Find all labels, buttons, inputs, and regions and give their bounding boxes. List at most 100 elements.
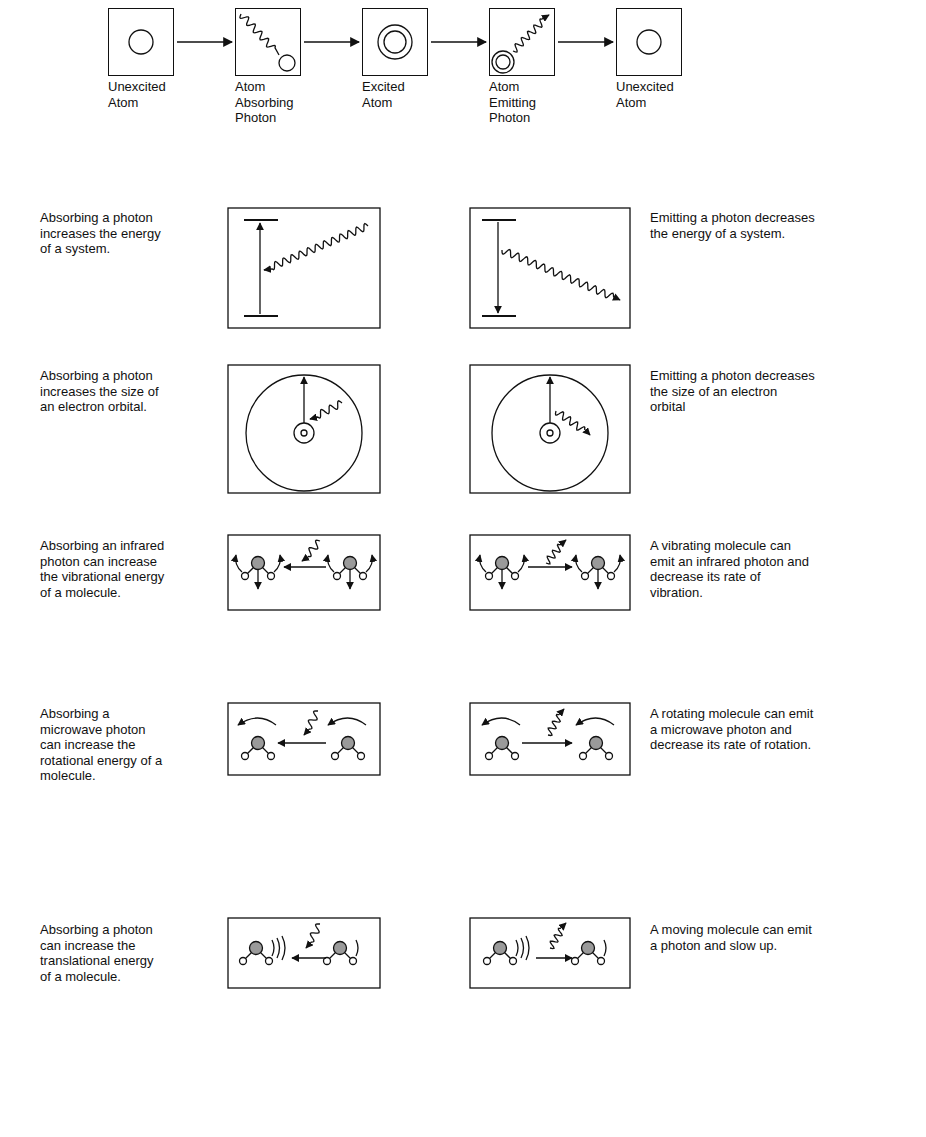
drawing-line bbox=[278, 742, 326, 743]
stage-label: Atom Emitting Photon bbox=[489, 79, 561, 126]
atom-box: Atom Absorbing Photon bbox=[235, 8, 301, 76]
drawing-circle bbox=[378, 25, 412, 59]
description-text: Absorbing a photon increases the energy … bbox=[40, 210, 165, 257]
energy-emit-panel bbox=[470, 208, 630, 328]
photon-wave bbox=[310, 401, 342, 419]
vibration-emit-panel bbox=[470, 535, 630, 610]
drawing-circle bbox=[547, 430, 553, 436]
drawing-path bbox=[482, 718, 520, 725]
drawing-use bbox=[324, 942, 357, 965]
drawing-circle bbox=[129, 30, 153, 54]
atom-box: Unexcited Atom bbox=[616, 8, 682, 76]
stage-label: Atom Absorbing Photon bbox=[235, 79, 307, 126]
drawing-circle bbox=[279, 55, 295, 71]
drawing-line bbox=[528, 566, 572, 567]
stage-label: Unexcited Atom bbox=[616, 79, 688, 110]
drawing-rect bbox=[228, 208, 380, 328]
energy-absorb-panel bbox=[228, 208, 380, 328]
drawing-use bbox=[240, 942, 273, 965]
drawing-path bbox=[521, 938, 524, 958]
description-text: Absorbing a microwave photon can increas… bbox=[40, 706, 165, 784]
absorbing-atom bbox=[240, 14, 295, 71]
drawing-use bbox=[480, 555, 525, 589]
drawing-line bbox=[244, 315, 278, 317]
drawing-line bbox=[259, 223, 260, 314]
drawing-use bbox=[332, 737, 365, 760]
drawing-circle bbox=[637, 30, 661, 54]
drawing-circle bbox=[294, 423, 314, 443]
unexcited-atom bbox=[129, 30, 153, 54]
stage-label: Unexcited Atom bbox=[108, 79, 180, 110]
drawing-rect bbox=[228, 365, 380, 493]
drawing-line bbox=[284, 566, 326, 567]
drawing-path bbox=[282, 936, 285, 960]
description-text: Emitting a photon decreases the energy o… bbox=[650, 210, 815, 241]
flow-arrow bbox=[304, 41, 359, 42]
drawing-path bbox=[576, 718, 614, 725]
drawing-path bbox=[604, 940, 606, 956]
flow-arrow bbox=[558, 41, 613, 42]
photon-wave bbox=[264, 224, 368, 270]
atom-box: Atom Emitting Photon bbox=[489, 8, 555, 76]
photon-wave bbox=[555, 411, 590, 435]
unexcited-atom bbox=[637, 30, 661, 54]
drawing-use bbox=[236, 555, 281, 589]
photon-wave bbox=[546, 540, 566, 564]
drawing-rect bbox=[470, 918, 630, 988]
drawing-circle bbox=[301, 430, 307, 436]
drawing-path bbox=[526, 936, 529, 960]
drawing-circle bbox=[492, 375, 608, 491]
drawing-use bbox=[580, 737, 613, 760]
emitting-atom bbox=[492, 15, 549, 73]
drawing-circle bbox=[496, 55, 510, 69]
photon-wave bbox=[306, 924, 320, 948]
drawing-rect bbox=[470, 703, 630, 775]
orbital-emit-panel bbox=[470, 365, 630, 493]
atom-box: Unexcited Atom bbox=[108, 8, 174, 76]
drawing-line bbox=[292, 957, 326, 958]
drawing-use bbox=[484, 942, 517, 965]
drawing-use bbox=[242, 737, 275, 760]
drawing-path bbox=[328, 718, 366, 725]
drawing-rect bbox=[470, 208, 630, 328]
flow-arrow bbox=[431, 41, 486, 42]
drawing-use bbox=[572, 942, 605, 965]
flow-arrow bbox=[177, 41, 232, 42]
translation-absorb-panel bbox=[228, 918, 380, 988]
drawing-line bbox=[536, 957, 572, 958]
drawing-rect bbox=[470, 365, 630, 493]
excited-atom bbox=[378, 25, 412, 59]
description-text: A rotating molecule can emit a microwave… bbox=[650, 706, 815, 753]
drawing-circle bbox=[384, 31, 406, 53]
drawing-line bbox=[497, 222, 498, 313]
orbital-absorb-panel bbox=[228, 365, 380, 493]
description-text: A moving molecule can emit a photon and … bbox=[650, 922, 815, 953]
drawing-path bbox=[516, 940, 518, 956]
photon-wave bbox=[304, 711, 318, 735]
stage-label: Excited Atom bbox=[362, 79, 434, 110]
photon-wave bbox=[502, 250, 620, 300]
rotation-absorb-panel bbox=[228, 703, 380, 775]
drawing-path bbox=[238, 718, 276, 725]
drawing-rect bbox=[228, 703, 380, 775]
drawing-circle bbox=[246, 375, 362, 491]
description-text: Absorbing a photon increases the size of… bbox=[40, 368, 165, 415]
drawing-path bbox=[277, 938, 280, 958]
description-text: A vibrating molecule can emit an infrare… bbox=[650, 538, 815, 600]
drawing-line bbox=[482, 315, 516, 317]
drawing-line bbox=[549, 377, 550, 423]
translation-emit-panel bbox=[470, 918, 630, 988]
photon-wave bbox=[550, 923, 566, 949]
photon-wave bbox=[548, 709, 564, 735]
drawing-line bbox=[522, 742, 572, 743]
drawing-use bbox=[328, 555, 373, 589]
drawing-path bbox=[356, 940, 358, 956]
drawing-rect bbox=[228, 918, 380, 988]
photon-wave bbox=[302, 540, 320, 561]
drawing-circle bbox=[540, 423, 560, 443]
drawing-use bbox=[486, 737, 519, 760]
drawing-rect bbox=[470, 535, 630, 610]
drawing-use bbox=[576, 555, 621, 589]
drawing-circle bbox=[492, 51, 514, 73]
